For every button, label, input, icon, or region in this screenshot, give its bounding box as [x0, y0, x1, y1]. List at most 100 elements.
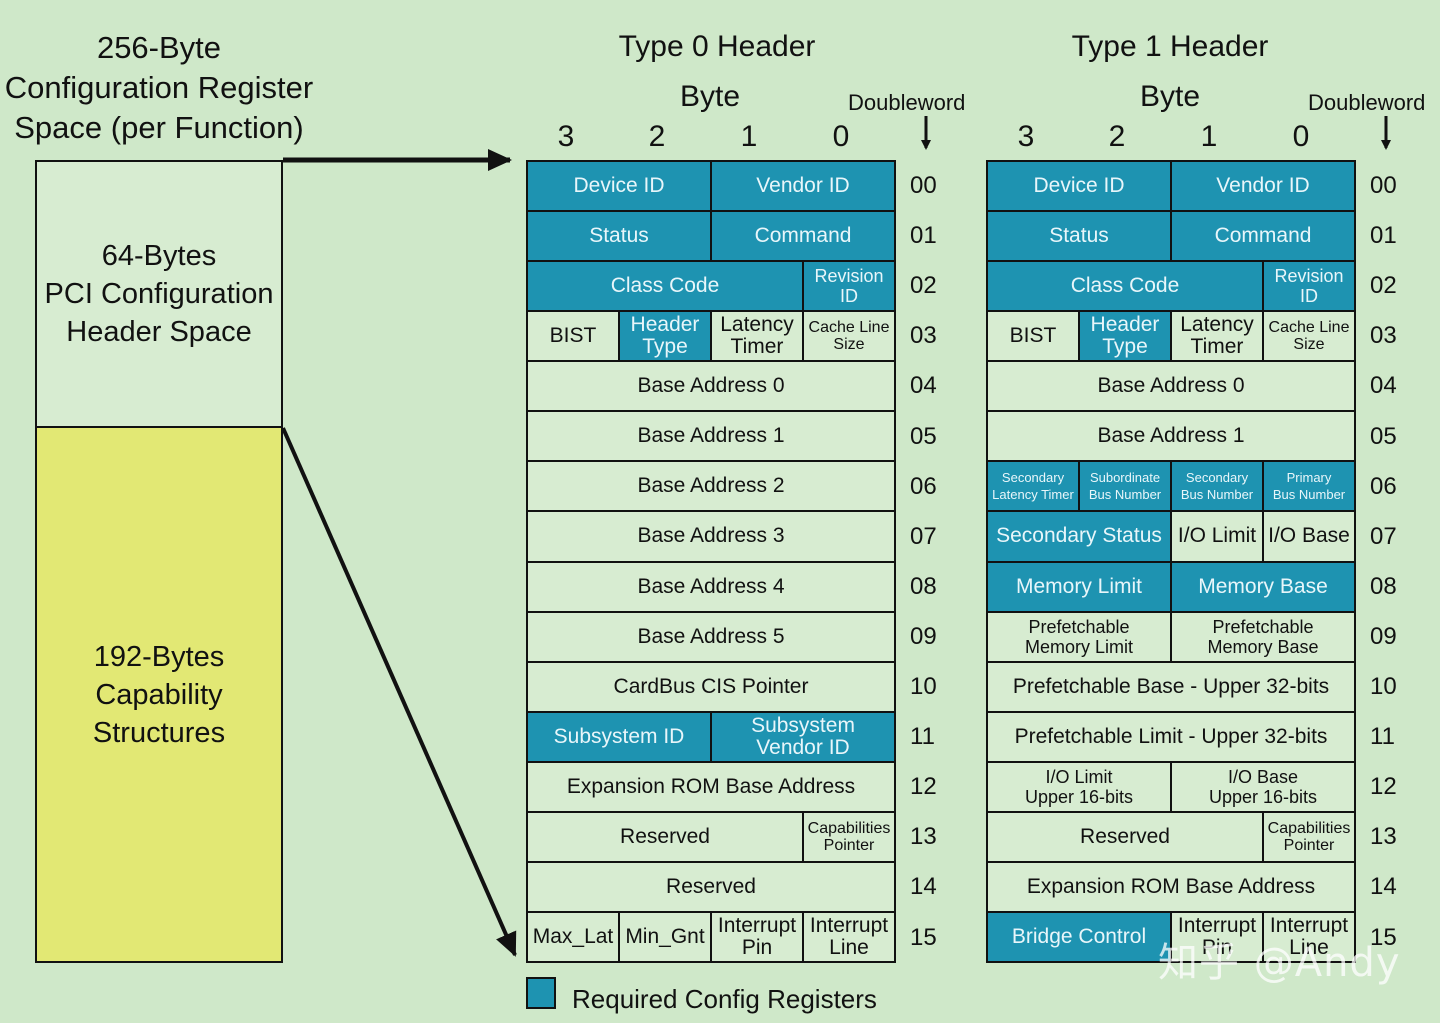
type1-doubleword-number: 10: [1370, 673, 1397, 700]
type1-byte-label: Byte: [1139, 80, 1201, 113]
type1-register-cell: BIST: [988, 312, 1078, 361]
type1-doubleword-number: 02: [1370, 272, 1397, 300]
type1-doubleword-number: 00: [1370, 172, 1397, 199]
type0-register-cell: Min_Gnt: [620, 912, 710, 961]
type1-register-cell: Prefetchable Memory Limit: [988, 612, 1170, 661]
type0-col-1: 1: [740, 120, 758, 153]
type1-register-cell: Status: [988, 212, 1170, 261]
type0-register-cell: Cache Line Size: [804, 312, 894, 361]
type0-register-cell: Status: [528, 212, 710, 261]
type0-doubleword-number: 02: [910, 272, 937, 300]
type0-doubleword-number: 04: [910, 372, 937, 400]
type0-doubleword-number: 01: [910, 222, 937, 250]
type0-register-cell: Vendor ID: [712, 162, 894, 211]
type1-doubleword-number: 13: [1370, 823, 1397, 851]
type1-register-cell: I/O Base: [1264, 512, 1354, 561]
type0-doubleword-number: 13: [910, 823, 937, 851]
type0-register-cell: Interrupt Pin: [712, 912, 802, 961]
type1-register-cell: Primary Bus Number: [1264, 462, 1354, 511]
type1-doubleword-number: 07: [1370, 522, 1397, 550]
legend-label: Required Config Registers: [572, 984, 877, 1014]
capability-structures-block: 192-Bytes Capability Structures: [35, 426, 283, 963]
type0-doubleword-number: 03: [910, 322, 937, 350]
type1-doubleword-number: 11: [1370, 723, 1395, 751]
type1-register-cell: Capabilities Pointer: [1264, 812, 1354, 861]
type1-doubleword-number: 09: [1370, 622, 1397, 650]
type1-register-cell: Interrupt Line: [1264, 912, 1354, 961]
legend-swatch: [526, 977, 556, 1009]
type0-register-cell: Subsystem ID: [528, 712, 710, 761]
type0-doubleword-number: 05: [910, 422, 937, 450]
type0-register-cell: Reserved: [528, 812, 802, 861]
watermark-logo: 知乎 @Andy: [1158, 940, 1401, 986]
type0-register-cell: Base Address 0: [528, 362, 894, 411]
type1-register-cell: Reserved: [988, 812, 1262, 861]
type0-doubleword-number: 14: [910, 873, 937, 901]
type1-doubleword-number: 08: [1370, 572, 1397, 600]
type1-col-3: 3: [1017, 120, 1035, 153]
type1-register-cell: I/O Limit: [1172, 512, 1262, 561]
left-title: 256-Byte Configuration Register Space (p…: [4, 30, 314, 145]
type1-register-cell: Bridge Control: [988, 912, 1170, 961]
type1-doubleword-number: 05: [1370, 422, 1397, 450]
type1-register-cell: Command: [1172, 212, 1354, 261]
type1-register-cell: Secondary Status: [988, 512, 1170, 561]
type0-doubleword-number: 12: [910, 773, 937, 801]
type0-register-cell: CardBus CIS Pointer: [528, 662, 894, 711]
type1-register-cell: Interrupt Pin: [1172, 912, 1262, 961]
type1-doubleword-number: 12: [1370, 773, 1397, 801]
type0-register-cell: Base Address 4: [528, 562, 894, 611]
type1-doubleword-number: 15: [1370, 923, 1397, 951]
type0-doubleword-number: 09: [910, 622, 937, 650]
type1-register-cell: Expansion ROM Base Address: [988, 862, 1354, 911]
type0-doubleword-number: 11: [910, 723, 935, 751]
type1-register-cell: Subordinate Bus Number: [1080, 462, 1170, 511]
type1-register-cell: Latency Timer: [1172, 312, 1262, 361]
type1-register-cell: Secondary Bus Number: [1172, 462, 1262, 511]
type1-register-cell: Secondary Latency Timer: [988, 462, 1078, 511]
type1-register-cell: Memory Limit: [988, 562, 1170, 611]
type1-register-cell: Vendor ID: [1172, 162, 1354, 211]
type0-register-cell: Base Address 1: [528, 412, 894, 461]
type0-doubleword-number: 08: [910, 572, 937, 600]
type0-register-cell: Revision ID: [804, 262, 894, 311]
type0-register-cell: Base Address 3: [528, 512, 894, 561]
type0-register-cell: Base Address 2: [528, 462, 894, 511]
type0-register-cell: Command: [712, 212, 894, 261]
type0-register-cell: Capabilities Pointer: [804, 812, 894, 861]
type1-register-cell: I/O Limit Upper 16-bits: [988, 762, 1170, 811]
type0-register-cell: Header Type: [620, 312, 710, 361]
type1-doubleword-number: 14: [1370, 873, 1397, 901]
type0-register-cell: BIST: [528, 312, 618, 361]
type0-col-2: 2: [648, 120, 666, 153]
type0-register-cell: Expansion ROM Base Address: [528, 762, 894, 811]
type0-register-cell: Reserved: [528, 862, 894, 911]
arrow-to-type0-bottom: [281, 427, 517, 957]
type1-register-cell: I/O Base Upper 16-bits: [1172, 762, 1354, 811]
type1-title: Type 1 Header: [1071, 30, 1269, 63]
type1-register-cell: Revision ID: [1264, 262, 1354, 311]
type1-register-cell: Memory Base: [1172, 562, 1354, 611]
type0-col-0: 0: [832, 120, 850, 153]
type1-doubleword-number: 04: [1370, 372, 1397, 400]
type0-register-cell: Device ID: [528, 162, 710, 211]
type1-col-2: 2: [1108, 120, 1126, 153]
type1-register-cell: Header Type: [1080, 312, 1170, 361]
type1-doubleword-number: 01: [1370, 222, 1397, 250]
type0-doubleword-label: Doubleword: [848, 90, 966, 115]
type0-doubleword-number: 15: [910, 923, 937, 951]
type0-col-3: 3: [557, 120, 575, 153]
type1-register-cell: Prefetchable Base - Upper 32-bits: [988, 662, 1354, 711]
type0-register-cell: Latency Timer: [712, 312, 802, 361]
type1-col-1: 1: [1200, 120, 1218, 153]
type1-register-cell: Base Address 1: [988, 412, 1354, 461]
type0-byte-label: Byte: [679, 80, 741, 113]
type0-doubleword-number: 10: [910, 673, 937, 700]
type1-register-cell: Prefetchable Limit - Upper 32-bits: [988, 712, 1354, 761]
type0-doubleword-number: 00: [910, 172, 937, 199]
type0-register-cell: Class Code: [528, 262, 802, 311]
type1-register-cell: Class Code: [988, 262, 1262, 311]
